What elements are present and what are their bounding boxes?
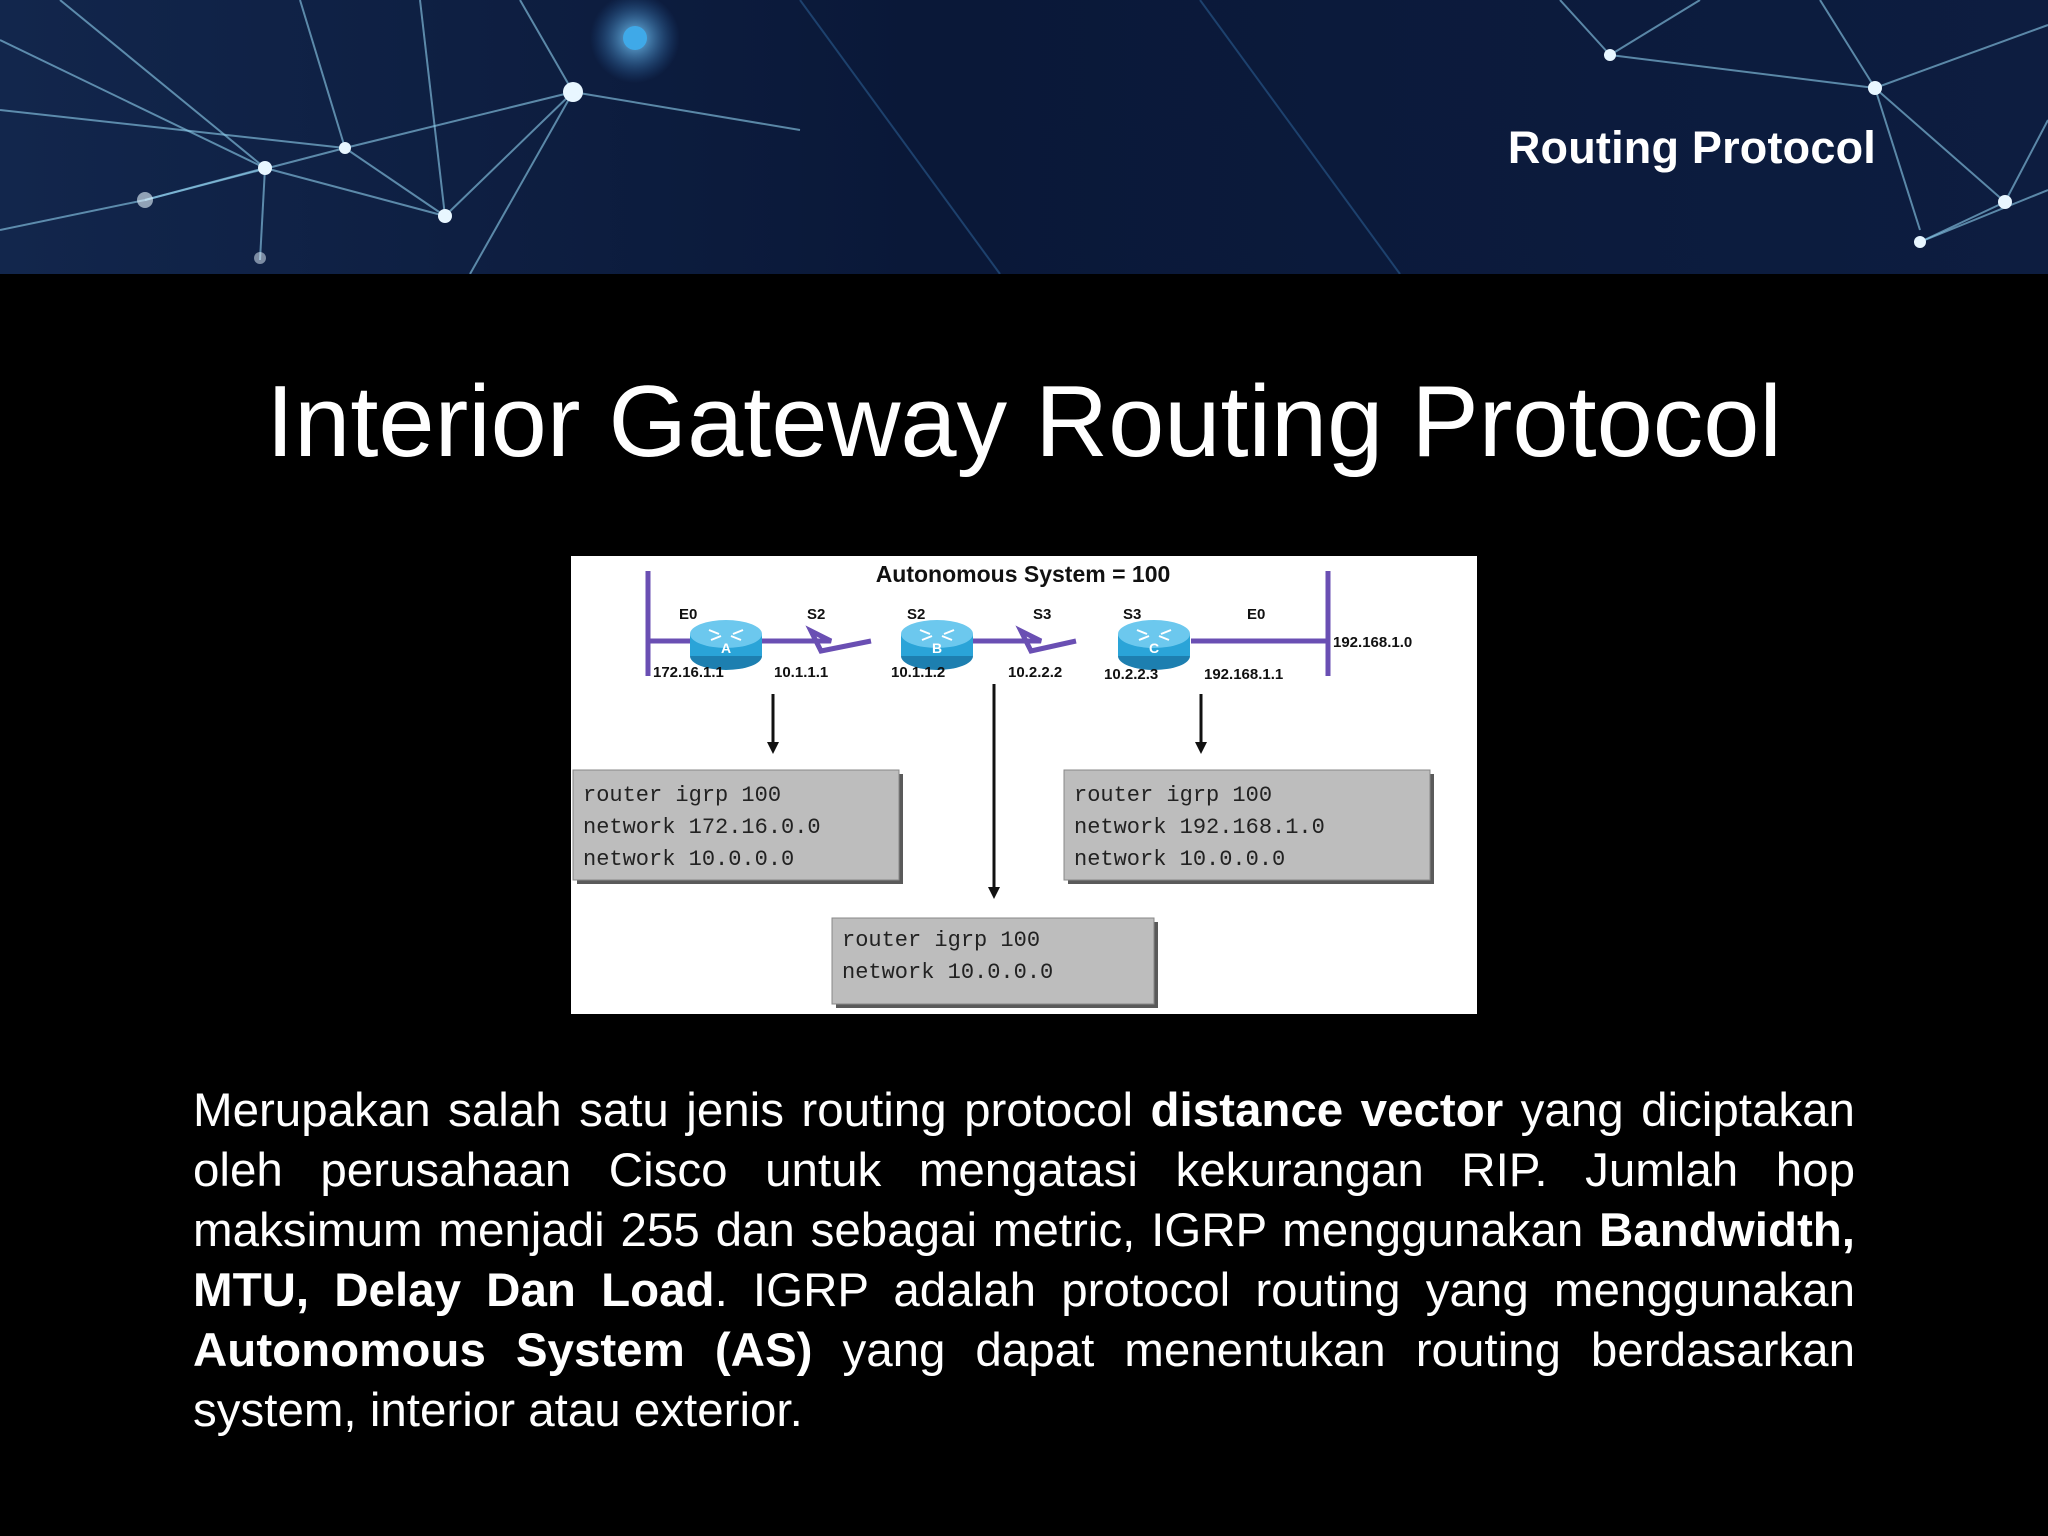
ip-c-s3: 10.2.2.3 [1104,666,1158,683]
config-box-a: router igrp 100 network 172.16.0.0 netwo… [572,769,903,884]
router-a: A [690,620,762,670]
ip-network-right: 192.168.1.0 [1333,634,1412,651]
ip-c-e0: 192.168.1.1 [1204,666,1283,683]
body-paragraph: Merupakan salah satu jenis routing proto… [193,1081,1855,1441]
config-box-c: router igrp 100 network 192.168.1.0 netw… [1063,769,1434,884]
body-text-2: yang diciptakan oleh perusahaan Cisco un… [193,1084,1855,1257]
link-b-c [971,625,1077,654]
router-c: C [1118,620,1190,670]
iface-a-e0: E0 [679,606,697,623]
igrp-network-diagram: Autonomous System = 100 A B [571,556,1477,1014]
iface-c-e0: E0 [1247,606,1265,623]
config-c-line-3: network 10.0.0.0 [1074,847,1285,872]
arrow-c-icon [1195,742,1207,754]
router-c-label: C [1149,640,1159,656]
body-text-3: . IGRP adalah protocol routing yang meng… [714,1264,1856,1317]
header-title: Routing Protocol [1507,122,1876,173]
config-box-b: router igrp 100 network 10.0.0.0 [831,917,1158,1008]
config-a-line-1: router igrp 100 [583,783,781,808]
body-text-4: yang dapat menentukan routing berdasarka… [193,1324,1855,1437]
network-mesh-background [0,0,2048,274]
config-a-line-3: network 10.0.0.0 [583,847,794,872]
body-text-1: Merupakan salah satu jenis routing proto… [193,1084,1151,1137]
router-b-label: B [932,640,942,656]
body-bold-as: Autonomous System (AS) [193,1324,813,1377]
config-a-line-2: network 172.16.0.0 [583,815,821,840]
ip-b-s2: 10.1.1.2 [891,664,945,681]
arrow-b-icon [988,887,1000,899]
slide-title: Interior Gateway Routing Protocol [266,366,1782,478]
router-b: B [901,620,973,670]
header-banner: Routing Protocol [0,0,2048,274]
router-a-label: A [721,640,731,656]
config-b-line-1: router igrp 100 [842,928,1040,953]
ip-a-s2: 10.1.1.1 [774,664,828,681]
iface-c-s3: S3 [1123,606,1141,623]
iface-b-s3: S3 [1033,606,1051,623]
as-label: Autonomous System = 100 [876,561,1171,587]
iface-b-s2: S2 [907,606,925,623]
config-c-line-1: router igrp 100 [1074,783,1272,808]
config-b-line-2: network 10.0.0.0 [842,960,1053,985]
iface-a-s2: S2 [807,606,825,623]
link-a-b [761,625,872,654]
config-c-line-2: network 192.168.1.0 [1074,815,1325,840]
body-bold-distance-vector: distance vector [1150,1084,1504,1137]
body-bold-metrics: Bandwidth, MTU, Delay Dan Load [193,1204,1855,1317]
ip-a-e0: 172.16.1.1 [653,664,724,681]
arrow-a-icon [767,742,779,754]
ip-b-s3: 10.2.2.2 [1008,664,1062,681]
